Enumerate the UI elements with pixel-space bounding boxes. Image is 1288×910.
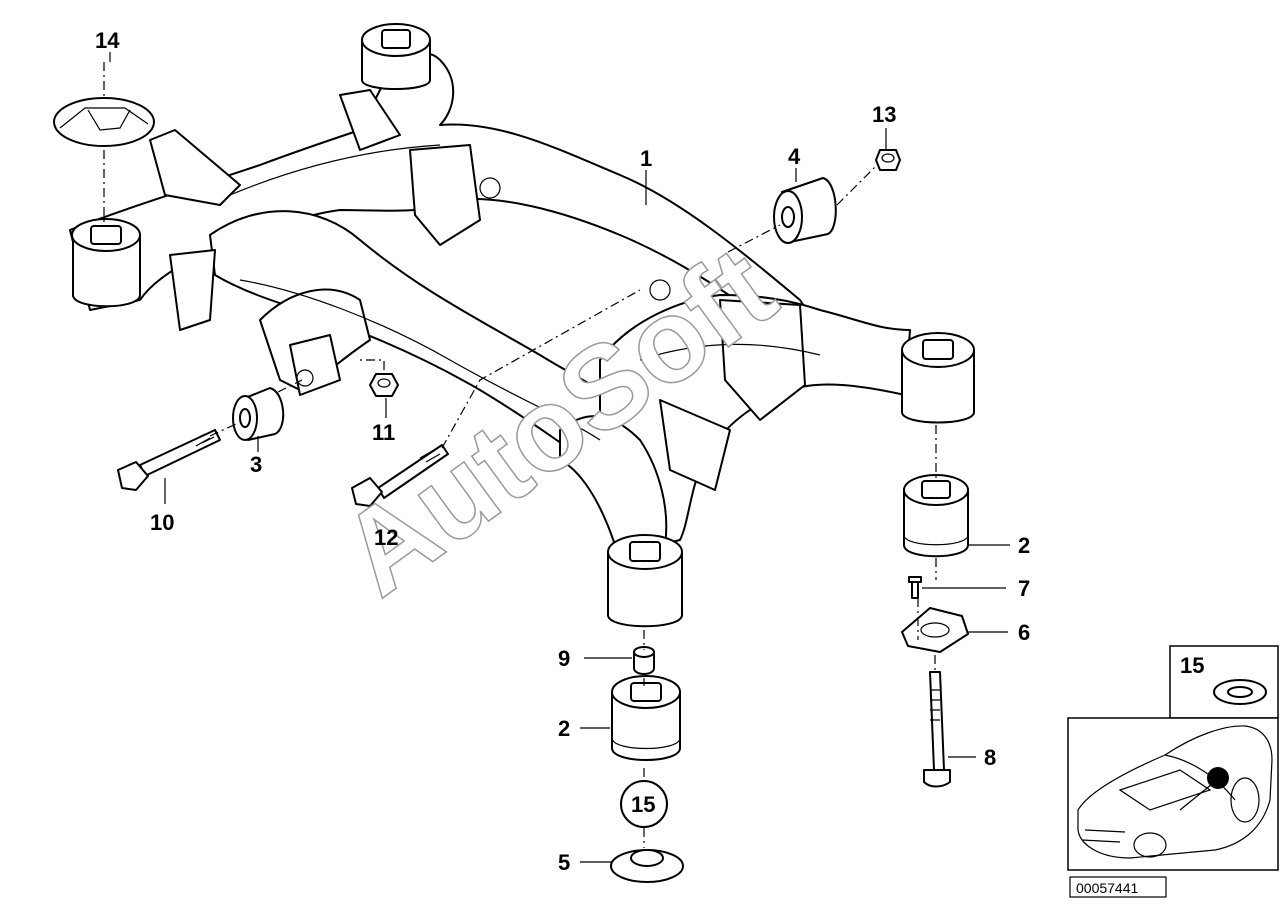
- bolt-part-10: [117, 429, 221, 491]
- callout-15: 15: [631, 792, 655, 817]
- callout-1: 1: [640, 146, 652, 171]
- screw-part-7: [908, 576, 922, 599]
- reference-number: 00057441: [1076, 880, 1139, 896]
- cap-part-5: [610, 849, 684, 883]
- frame-bushing-front: [607, 534, 683, 628]
- callout-8: 8: [984, 745, 996, 770]
- callout-13: 13: [872, 102, 896, 127]
- callout-3: 3: [250, 452, 262, 477]
- callout-4: 4: [788, 144, 801, 169]
- callout-11: 11: [372, 420, 395, 445]
- location-marker-icon: [1207, 767, 1229, 789]
- callout-2-front: 2: [558, 716, 570, 741]
- support-plate-part-14: [53, 97, 155, 147]
- label-leader-lines: [109, 52, 1010, 863]
- plate-part-6: [901, 607, 969, 653]
- callout-14: 14: [95, 28, 120, 53]
- bolt-part-12: [351, 444, 449, 507]
- rear-axle-carrier: [69, 52, 911, 551]
- assembly-center-lines: [103, 62, 937, 848]
- nut-part-11: [369, 373, 399, 397]
- rubber-mount-part-4: [773, 177, 837, 244]
- callout-10: 10: [150, 510, 174, 535]
- frame-bushing-left-rear: [71, 218, 141, 308]
- frame-bushing-rear-top: [361, 23, 431, 90]
- bolt-part-8: [923, 671, 951, 788]
- callout-15-circle: [620, 780, 668, 828]
- callout-6: 6: [1018, 620, 1030, 645]
- frame-bushing-right: [901, 332, 975, 424]
- callout-12: 12: [374, 525, 398, 550]
- inset-callout-15: 15: [1180, 653, 1204, 678]
- callout-7: 7: [1018, 576, 1030, 601]
- reference-number-box: 00057441: [1069, 876, 1167, 898]
- nut-part-13: [875, 149, 901, 171]
- inset-part-15-box: 15: [1169, 645, 1279, 719]
- callout-2-right: 2: [1018, 533, 1030, 558]
- rubber-mount-part-3: [232, 387, 285, 441]
- sleeve-part-9: [633, 646, 655, 675]
- callout-labels: 1 4 13 14 3 10 11 12 2 7 6 8 9 2 15 5: [95, 28, 1030, 875]
- callout-5: 5: [558, 850, 570, 875]
- bushing-part-2-front: [611, 675, 681, 761]
- inset-vehicle-locator: [1067, 717, 1279, 871]
- bushing-part-2-right: [903, 474, 969, 558]
- callout-9: 9: [558, 646, 570, 671]
